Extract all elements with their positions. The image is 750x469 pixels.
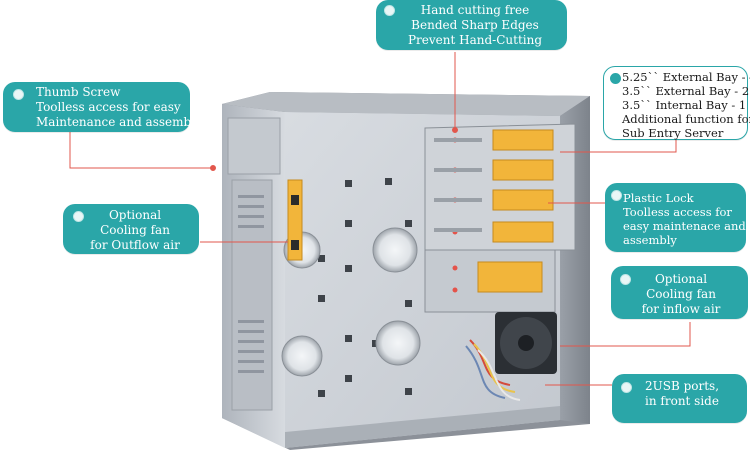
callout-line: Toolless access for easy	[36, 100, 181, 114]
cables	[465, 339, 521, 401]
callout-usb: 2USB ports, in front side	[612, 374, 747, 423]
front-fan	[495, 312, 557, 374]
rear-fan-bracket	[287, 179, 303, 261]
callout-line: Optional	[654, 272, 708, 286]
leader-bays	[560, 140, 677, 153]
callout-line: 3.5`` External Bay - 2	[622, 84, 750, 98]
callout-bays: 5.25`` External Bay - 4 3.5`` External B…	[603, 66, 750, 140]
fan-vent-holes	[281, 227, 421, 377]
callout-line: Prevent Hand-Cutting	[407, 33, 543, 47]
leader-inflow-fan	[560, 322, 691, 347]
bullet-icon	[621, 382, 632, 393]
callout-line: Thumb Screw	[36, 85, 121, 99]
leader-lines	[69, 52, 691, 386]
callout-line: Sub Entry Server	[622, 126, 724, 140]
callout-line: in front side	[645, 394, 719, 408]
callout-line: 3.5`` Internal Bay - 1	[622, 98, 747, 112]
callout-thumb-screw: Thumb Screw Toolless access for easy Mai…	[3, 82, 202, 132]
callout-outflow-fan: Optional Cooling fan for Outflow air	[63, 204, 199, 254]
bullet-icon	[73, 211, 84, 222]
callout-line: Cooling fan	[100, 223, 170, 237]
bullet-icon	[610, 73, 621, 84]
callout-plastic-lock: Plastic Lock Toolless access for easy ma…	[605, 183, 746, 252]
callout-line: Hand cutting free	[420, 3, 530, 17]
callout-line: easy maintenace and	[623, 219, 746, 233]
callout-line: assembly	[623, 233, 677, 247]
callout-line: Cooling fan	[646, 287, 716, 301]
bullet-icon	[620, 274, 631, 285]
rear-io-panel	[227, 117, 281, 411]
callout-line: Maintenance and assembly	[36, 115, 202, 129]
drive-cage	[424, 123, 576, 313]
leader-thumb-screw	[69, 130, 213, 169]
callout-line: for Outflow air	[90, 238, 180, 252]
callout-line: 5.25`` External Bay - 4	[622, 70, 750, 84]
callout-hand-cutting: Hand cutting free Bended Sharp Edges Pre…	[376, 0, 567, 50]
callout-line: Optional	[108, 208, 162, 222]
bullet-icon	[611, 190, 622, 201]
bullet-icon	[13, 89, 24, 100]
callout-line: for inflow air	[641, 302, 721, 316]
callout-line: Bended Sharp Edges	[411, 18, 539, 32]
callout-line: Additional function for	[622, 112, 750, 126]
callout-line: Plastic Lock	[623, 191, 694, 205]
callout-inflow-fan: Optional Cooling fan for inflow air	[611, 266, 748, 319]
callout-line: 2USB ports,	[644, 379, 720, 393]
callout-line: Toolless access for	[623, 205, 732, 219]
bullet-icon	[384, 5, 395, 16]
